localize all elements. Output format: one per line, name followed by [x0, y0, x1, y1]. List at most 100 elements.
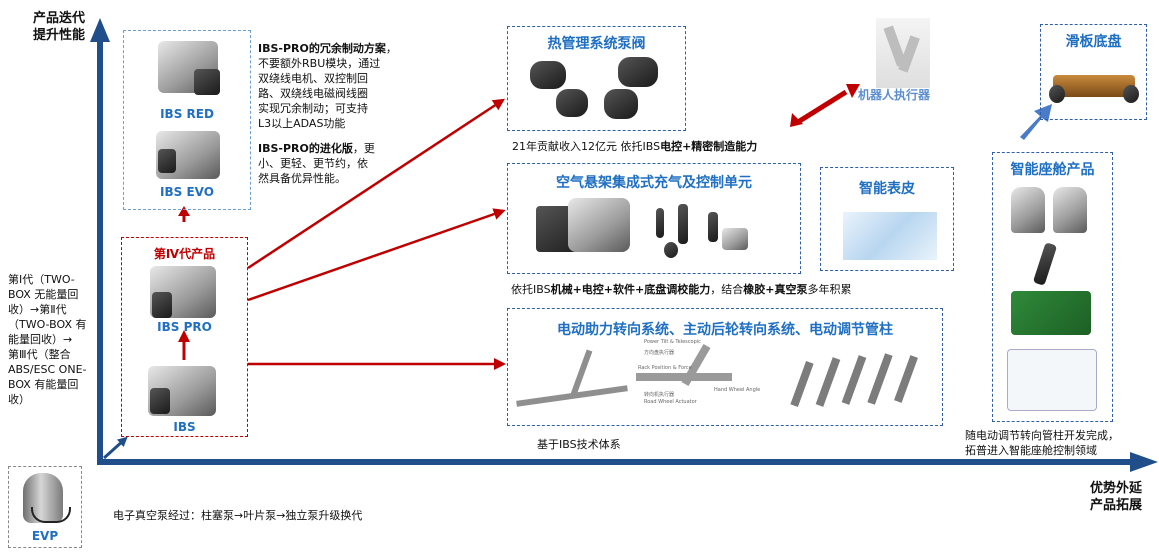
ibs-evo-desc-line: ，更	[352, 142, 375, 155]
chassis-wheel	[1049, 85, 1065, 103]
ibs-evo-desc-line: 小、更轻、更节约，依	[258, 157, 368, 170]
ibs-evo-description: IBS-PRO的进化版，更 小、更轻、更节约，依 然具备优异性能。	[258, 141, 408, 186]
ibs-red-desc-line: 双绕线电机、双控制回	[258, 72, 368, 85]
ibs-red-desc-bold: IBS-PRO的冗余制动方案	[258, 42, 386, 55]
air-caption-bold: 机械+电控+软件+底盘调校能力	[550, 283, 711, 296]
column-part-image	[815, 357, 841, 407]
air-caption-part: 多年积累	[807, 283, 852, 296]
column-part-image	[867, 353, 893, 405]
chassis-title: 滑板底盘	[1065, 34, 1122, 50]
controller-board-image	[1011, 291, 1091, 335]
column-part-image	[894, 355, 918, 403]
steering-image-label: Hand Wheel Angle	[714, 387, 761, 393]
ibs-evo-image-motor	[158, 149, 176, 173]
column-actuator-image	[1032, 242, 1058, 286]
x-axis-label-line1: 优势外延	[1090, 481, 1143, 496]
smart-skin-image	[843, 212, 937, 260]
y-axis-arrowhead	[90, 18, 110, 42]
column-part-image	[841, 355, 867, 405]
smart-cockpit-box: 智能座舱产品	[992, 152, 1113, 422]
ibs-red-description: IBS-PRO的冗余制动方案， 不要额外RBU模块，通过 双绕线电机、双控制回 …	[258, 41, 408, 131]
arrow-to-air	[247, 208, 506, 302]
door-diagram-image	[1007, 349, 1097, 411]
ibs-red-desc-line: 不要额外RBU模块，通过	[258, 57, 381, 70]
evp-cable	[31, 507, 71, 523]
skin-title: 智能表皮	[859, 181, 915, 197]
x-axis-label: 优势外延 产品拓展	[1090, 480, 1142, 514]
air-title: 空气悬架集成式充气及控制单元	[556, 175, 752, 191]
ibs-red-desc-line: L3以上ADAS功能	[258, 117, 346, 130]
ibs-evo-desc-line: 然具备优异性能。	[258, 172, 346, 185]
air-control-unit-image	[568, 198, 630, 252]
ibs-pro-label: IBS PRO	[157, 320, 212, 334]
generation-history-line: 能量回收）→	[8, 333, 73, 346]
arrow-robot-double	[796, 89, 848, 125]
thermal-title: 热管理系统泵阀	[547, 36, 646, 52]
robot-title: 机器人执行器	[857, 88, 930, 102]
ibs-red-label: IBS RED	[160, 107, 214, 121]
ibs-red-image-motor	[194, 69, 220, 95]
generation-history-line: （TWO-BOX 有	[8, 318, 87, 331]
evp-description: 电子真空泵经过：柱塞泵→叶片泵→独立泵升级换代	[113, 509, 363, 522]
cockpit-caption-line: 拓普进入智能座舱控制领域	[965, 444, 1097, 457]
thermal-management-box: 热管理系统泵阀	[507, 26, 686, 131]
air-fitting-image	[664, 242, 678, 258]
gen4-title: 第Ⅳ代产品	[153, 247, 216, 261]
cockpit-title: 智能座舱产品	[1010, 162, 1095, 178]
generation-history-line: BOX 无能量回	[8, 288, 79, 301]
evp-box: EVP	[8, 466, 82, 548]
generation-history-line: BOX 有能量回	[8, 378, 79, 391]
y-axis-label-line1: 产品迭代	[33, 11, 86, 26]
generation-history-line: 第Ⅲ代（整合	[8, 348, 71, 361]
generation-history-line: 第Ⅰ代（TWO-	[8, 273, 75, 286]
thermal-pump-image	[530, 61, 566, 89]
air-caption-part: ，结合	[710, 283, 744, 296]
cockpit-caption: 随电动调节转向管柱开发完成， 拓普进入智能座舱控制领域	[965, 428, 1119, 458]
ibs-pro-image-connector	[152, 292, 172, 318]
air-valve-image	[656, 208, 664, 238]
steering-image-label: Road Wheel Actuator	[644, 399, 697, 405]
steering-title: 电动助力转向系统、主动后轮转向系统、电动调节管柱	[557, 322, 893, 338]
thermal-caption-bold: 电控+精密制造能力	[660, 140, 758, 153]
origin-diagonal-arrow	[102, 436, 128, 460]
steering-image-label: 转向机执行器	[644, 392, 675, 398]
thermal-caption: 21年贡献收入12亿元 依托IBS电控+精密制造能力	[512, 139, 757, 154]
evp-label: EVP	[31, 529, 59, 543]
ibs-red-desc-line: 实现冗余制动；可支持	[258, 102, 368, 115]
cockpit-caption-line: 随电动调节转向管柱开发完成，	[965, 429, 1119, 442]
ibs-red-desc-line: 路、双绕线电磁阀线圈	[258, 87, 368, 100]
arrow-to-thermal	[247, 98, 506, 270]
x-axis-arrowhead	[1130, 452, 1158, 472]
gen4-products-box: 第Ⅳ代产品 IBS PRO IBS	[121, 237, 248, 437]
thermal-caption-plain: 21年贡献收入12亿元 依托IBS	[512, 140, 661, 153]
chassis-wheel	[1123, 85, 1139, 103]
thermal-pump-image	[618, 57, 658, 87]
ibs-label: IBS	[173, 420, 196, 434]
y-axis-label-line2: 提升性能	[33, 28, 86, 43]
air-valve-image	[678, 204, 688, 244]
air-suspension-box: 空气悬架集成式充气及控制单元	[507, 163, 801, 274]
air-caption-part: 依托IBS	[511, 283, 551, 296]
smart-skin-box: 智能表皮	[820, 167, 954, 271]
y-axis-label: 产品迭代 提升性能	[33, 10, 85, 44]
air-caption: 依托IBS机械+电控+软件+底盘调校能力，结合橡胶+真空泵多年积累	[511, 282, 851, 297]
generation-history-line: 收）→第Ⅱ代	[8, 303, 67, 316]
seat-image	[1053, 187, 1087, 233]
thermal-valve-image	[556, 89, 588, 117]
ibs-evo-label: IBS EVO	[160, 185, 214, 199]
generation-history-line: ABS/ESC ONE-	[8, 363, 87, 376]
ibs-image-connector	[150, 388, 170, 414]
air-valve-image	[708, 212, 718, 242]
ibs-red-desc-line: ，	[385, 42, 397, 55]
generation-history-line: 收）	[8, 393, 30, 406]
steering-image-label: Power Tilt & Telescopic	[644, 339, 701, 345]
column-part-image	[790, 361, 814, 407]
ibs-red-evo-box: IBS RED IBS EVO	[123, 30, 251, 210]
steering-systems-box: 电动助力转向系统、主动后轮转向系统、电动调节管柱 Power Tilt & Te…	[507, 308, 943, 426]
steering-image-label: 方向盘执行器	[644, 350, 675, 356]
generation-history-note: 第Ⅰ代（TWO- BOX 无能量回收）→第Ⅱ代 （TWO-BOX 有能量回收）→ 第Ⅲ…	[8, 272, 92, 407]
seat-image	[1011, 187, 1045, 233]
chassis-image	[1053, 75, 1135, 97]
thermal-valve-image	[604, 89, 638, 119]
